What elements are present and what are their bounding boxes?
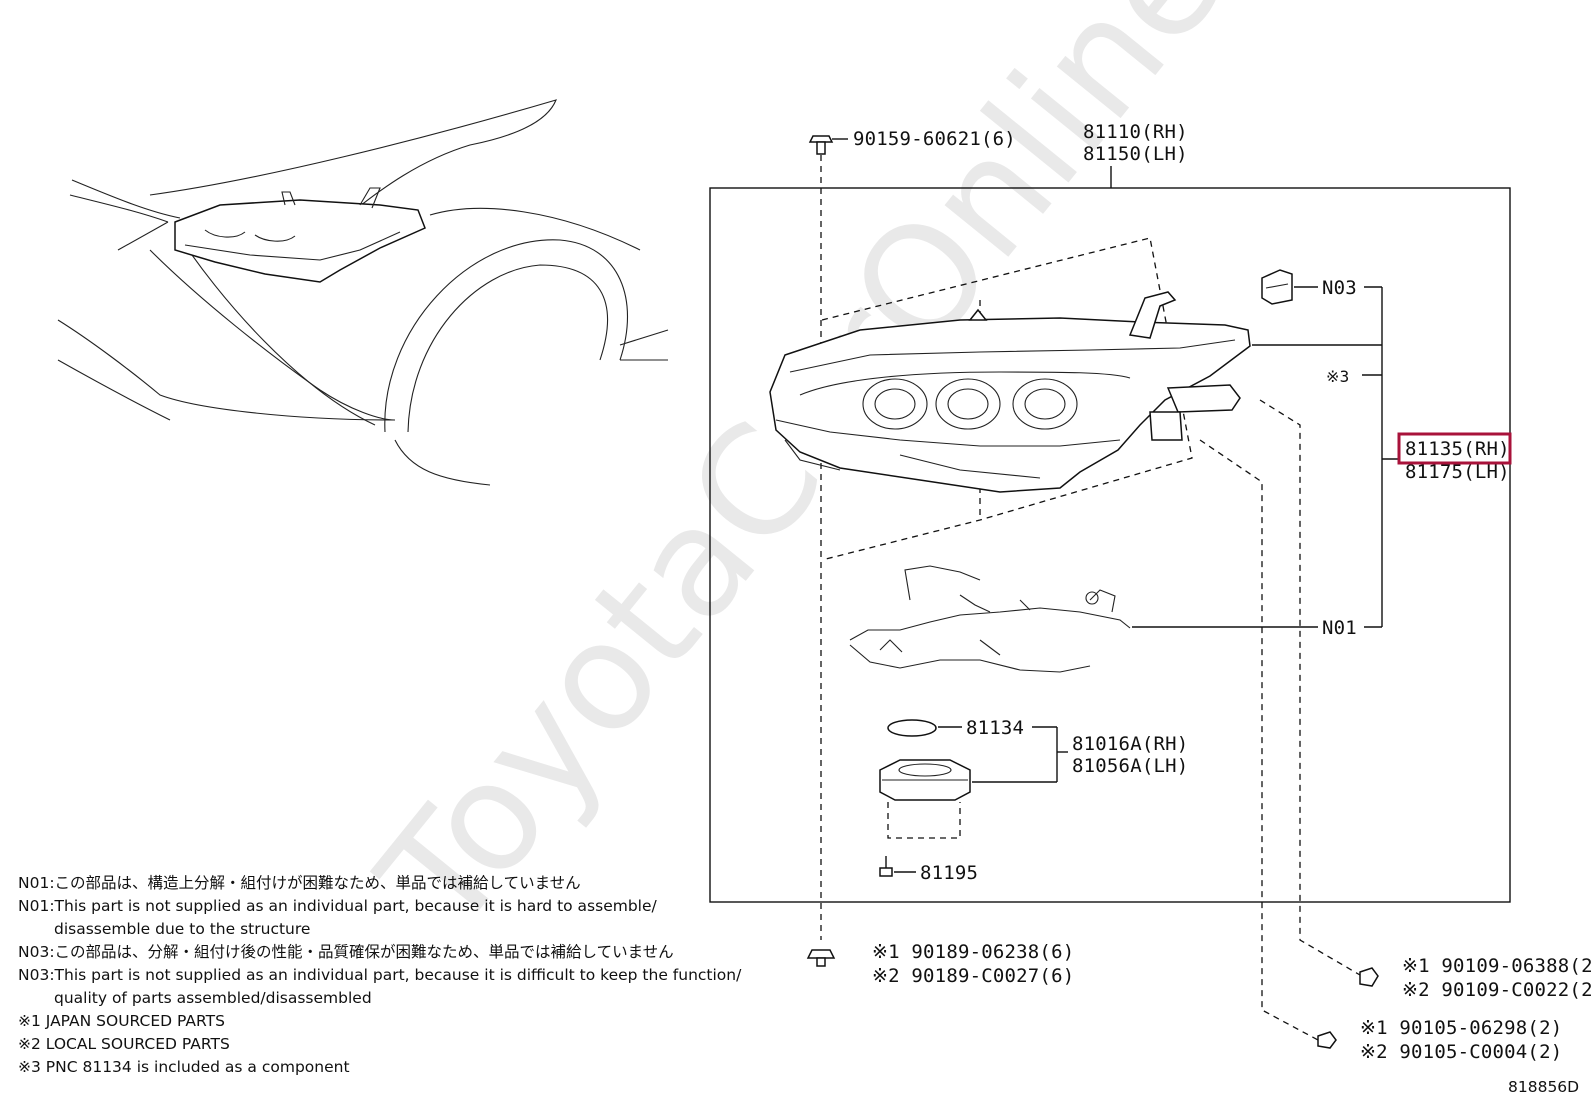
label-n03: N03 [1322,277,1357,299]
label-gasket: 81134 [966,717,1024,739]
label-bolt-b2: ※2 90105-C0004(2) [1360,1041,1562,1063]
label-unit-rh: 81135(RH) [1405,438,1510,460]
label-computer-rh: 81016A(RH) [1072,733,1188,755]
label-n01: N01 [1322,617,1357,639]
clip-n03-icon [1261,269,1293,305]
label-ref3: ※3 [1326,367,1349,386]
nut-90109-icon [1359,967,1379,987]
label-bolt-top: 90159-60621(6) [853,128,1016,150]
label-bolt-b1: ※1 90105-06298(2) [1360,1017,1562,1039]
note-line: N03:この部品は、分解・組付け後の性能・品質確保が困難なため、単品では補給して… [18,943,674,961]
footnotes: N01:この部品は、構造上分解・組付けが困難なため、単品では補給していません N… [18,874,742,1076]
bolt-90105-icon [1317,1031,1337,1049]
note-line: disassemble due to the structure [54,920,310,938]
headlamp-unit-icon [769,237,1251,561]
label-nut-a1: ※1 90109-06388(2) [1402,955,1592,977]
note-line: ※2 LOCAL SOURCED PARTS [18,1035,230,1053]
label-nut-a2: ※2 90109-C0022(2) [1402,979,1592,1001]
bolt-90159-icon [808,135,848,155]
note-line: N03:This part is not supplied as an indi… [18,966,742,984]
note-line: N01:この部品は、構造上分解・組付けが困難なため、単品では補給していません [18,874,581,892]
label-unit-lh: 81175(LH) [1405,461,1510,483]
clip-90189-icon [806,949,836,967]
diagram-code: 818856D [1508,1078,1579,1096]
label-clip-1: ※1 90189-06238(6) [872,941,1074,963]
note-line: N01:This part is not supplied as an indi… [18,897,658,915]
gasket-icon [887,719,937,737]
highlight-81135-rh [1397,432,1512,465]
headlamp-computer-icon [879,759,971,839]
assembly-frame [709,187,1511,903]
label-headlamp-lh: 81150(LH) [1083,143,1188,165]
screw-81195-icon [879,856,893,877]
label-clip-2: ※2 90189-C0027(6) [872,965,1074,987]
car-front-overview [57,99,669,486]
note-line: ※1 JAPAN SOURCED PARTS [18,1012,225,1030]
label-computer-lh: 81056A(LH) [1072,755,1188,777]
wire-harness-icon [849,565,1131,673]
note-line: ※3 PNC 81134 is included as a component [18,1058,350,1076]
label-headlamp-rh: 81110(RH) [1083,121,1188,143]
label-screw: 81195 [920,862,978,884]
note-line: quality of parts assembled/disassembled [54,989,372,1007]
